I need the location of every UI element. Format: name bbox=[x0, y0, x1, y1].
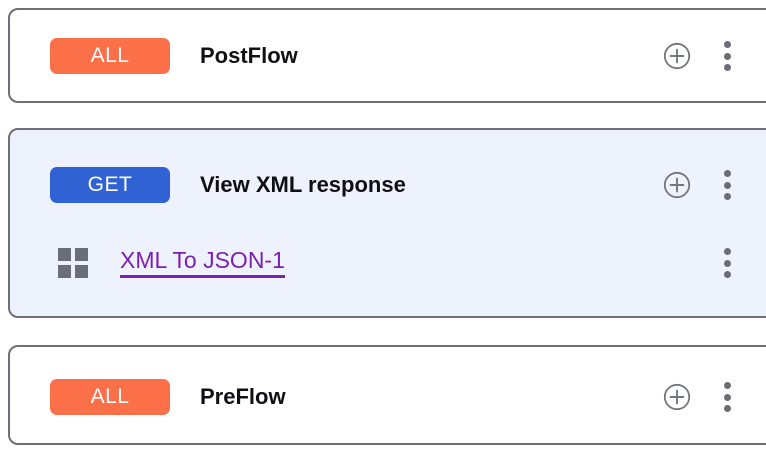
flow-card-view-xml-response[interactable]: GET View XML response bbox=[8, 128, 766, 318]
kebab-menu-icon[interactable] bbox=[716, 41, 738, 71]
flow-row-actions bbox=[663, 157, 766, 213]
kebab-dot bbox=[723, 382, 731, 389]
kebab-dot bbox=[723, 248, 731, 255]
flow-row-actions bbox=[663, 28, 766, 84]
flow-row-actions bbox=[663, 369, 766, 425]
plus-circle-icon[interactable] bbox=[663, 171, 691, 199]
policy-step-row-xml-to-json-1[interactable]: XML To JSON-1 bbox=[10, 235, 766, 291]
flow-title-postflow: PostFlow bbox=[200, 43, 298, 68]
flow-header-row-view-xml-response[interactable]: GET View XML response bbox=[10, 157, 766, 213]
kebab-dot bbox=[723, 271, 731, 278]
grid-square bbox=[75, 248, 88, 261]
kebab-dot bbox=[723, 405, 731, 412]
plus-circle-icon[interactable] bbox=[663, 42, 691, 70]
flow-header-row-postflow[interactable]: ALL PostFlow bbox=[10, 28, 766, 84]
kebab-dot bbox=[723, 259, 731, 267]
kebab-dot bbox=[723, 64, 731, 71]
kebab-dot bbox=[723, 52, 731, 60]
plus-circle-icon[interactable] bbox=[663, 383, 691, 411]
kebab-dot bbox=[723, 181, 731, 189]
kebab-dot bbox=[723, 170, 731, 177]
policy-link-xml-to-json-1[interactable]: XML To JSON-1 bbox=[120, 247, 285, 279]
kebab-dot bbox=[723, 41, 731, 48]
method-badge-all: ALL bbox=[50, 38, 170, 74]
method-badge-all: ALL bbox=[50, 379, 170, 415]
grid-square bbox=[58, 265, 71, 278]
flow-title-preflow: PreFlow bbox=[200, 384, 286, 409]
grid-square bbox=[58, 248, 71, 261]
grid-square bbox=[75, 265, 88, 278]
method-badge-get: GET bbox=[50, 167, 170, 203]
kebab-dot bbox=[723, 193, 731, 200]
flow-card-postflow[interactable]: ALL PostFlow bbox=[8, 8, 766, 103]
kebab-menu-icon[interactable] bbox=[716, 248, 738, 278]
flow-header-row-preflow[interactable]: ALL PreFlow bbox=[10, 369, 766, 425]
policy-row-actions bbox=[716, 235, 766, 291]
flow-card-preflow[interactable]: ALL PreFlow bbox=[8, 345, 766, 445]
kebab-menu-icon[interactable] bbox=[716, 170, 738, 200]
flow-title-view-xml-response: View XML response bbox=[200, 172, 406, 197]
kebab-dot bbox=[723, 393, 731, 401]
kebab-menu-icon[interactable] bbox=[716, 382, 738, 412]
policy-grid-icon bbox=[58, 248, 88, 278]
